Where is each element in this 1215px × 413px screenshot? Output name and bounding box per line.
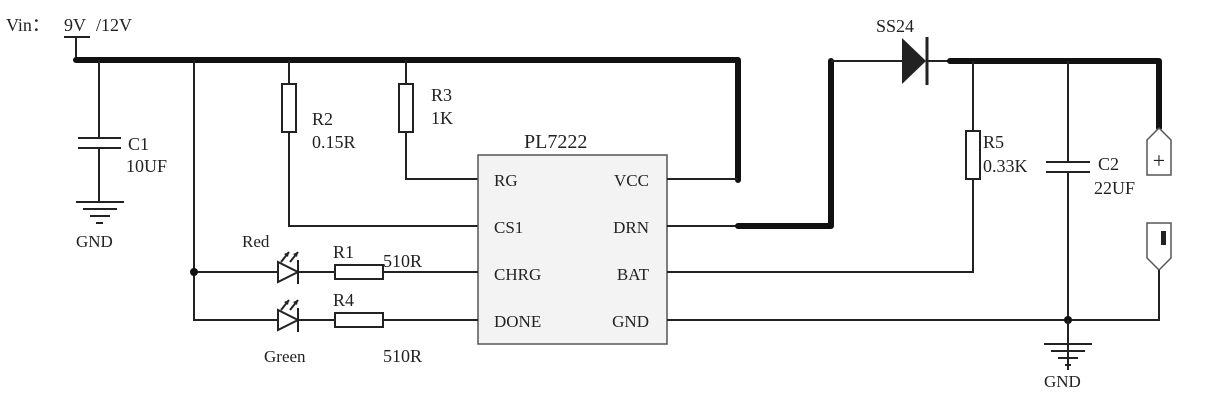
- capacitor-c1: [78, 60, 121, 202]
- c1-value: 10UF: [126, 156, 167, 176]
- r2-ref: R2: [312, 109, 333, 129]
- r3-ref: R3: [431, 85, 452, 105]
- led-red-label: Red: [242, 232, 270, 251]
- r2-value: 0.15R: [312, 132, 356, 152]
- ic-pin-vcc: VCC: [614, 171, 649, 190]
- vin-value: 9V: [64, 15, 86, 35]
- drn-bus: [735, 58, 834, 229]
- gnd-label-left: GND: [76, 232, 113, 251]
- c1-ref: C1: [128, 134, 149, 154]
- led-red: [277, 251, 335, 284]
- r3-value: 1K: [431, 108, 453, 128]
- resistor-r3: [398, 60, 478, 180]
- ic-pin-gnd: GND: [612, 312, 649, 331]
- r1-value: 510R: [383, 251, 422, 271]
- r4-value: 510R: [383, 346, 422, 366]
- c2-ref: C2: [1098, 154, 1119, 174]
- terminal-plus-sign: +: [1153, 148, 1165, 173]
- resistor-r4: [334, 312, 478, 328]
- gnd-label-right: GND: [1044, 372, 1081, 391]
- led-supply-wire: [193, 60, 278, 321]
- vin-alt-value: /12V: [96, 15, 132, 35]
- diode-ss24: [902, 37, 950, 85]
- r4-ref: R4: [333, 290, 354, 310]
- ic-pin-done: DONE: [494, 312, 541, 331]
- diode-ref: SS24: [876, 16, 914, 36]
- ic-pin-bat: BAT: [617, 265, 650, 284]
- resistor-r1: [334, 264, 478, 280]
- ic-name: PL7222: [524, 131, 587, 153]
- battery-negative-terminal: [667, 222, 1172, 321]
- r5-ref: R5: [983, 132, 1004, 152]
- led-green: [277, 299, 335, 332]
- ic-pin-cs1: CS1: [494, 218, 523, 237]
- resistor-r5: [667, 61, 981, 273]
- ic-pin-drn: DRN: [613, 218, 649, 237]
- junction-dot: [190, 268, 198, 276]
- battery-positive-terminal: [1146, 126, 1172, 176]
- vin-label: Vin：: [6, 15, 50, 35]
- led-green-label: Green: [264, 347, 306, 366]
- vin-port-symbol: [64, 36, 90, 60]
- r1-ref: R1: [333, 242, 354, 262]
- output-bus: [947, 58, 1162, 131]
- ic-pl7222: [477, 154, 668, 345]
- input-bus: [73, 57, 741, 183]
- resistor-r2: [281, 60, 478, 227]
- c2-value: 22UF: [1094, 178, 1135, 198]
- r5-value: 0.33K: [983, 156, 1028, 176]
- ic-pin-rg: RG: [494, 171, 518, 190]
- ground-symbol-left: [76, 201, 124, 224]
- ic-pin-chrg: CHRG: [494, 265, 541, 284]
- ground-symbol-right: [1044, 320, 1092, 366]
